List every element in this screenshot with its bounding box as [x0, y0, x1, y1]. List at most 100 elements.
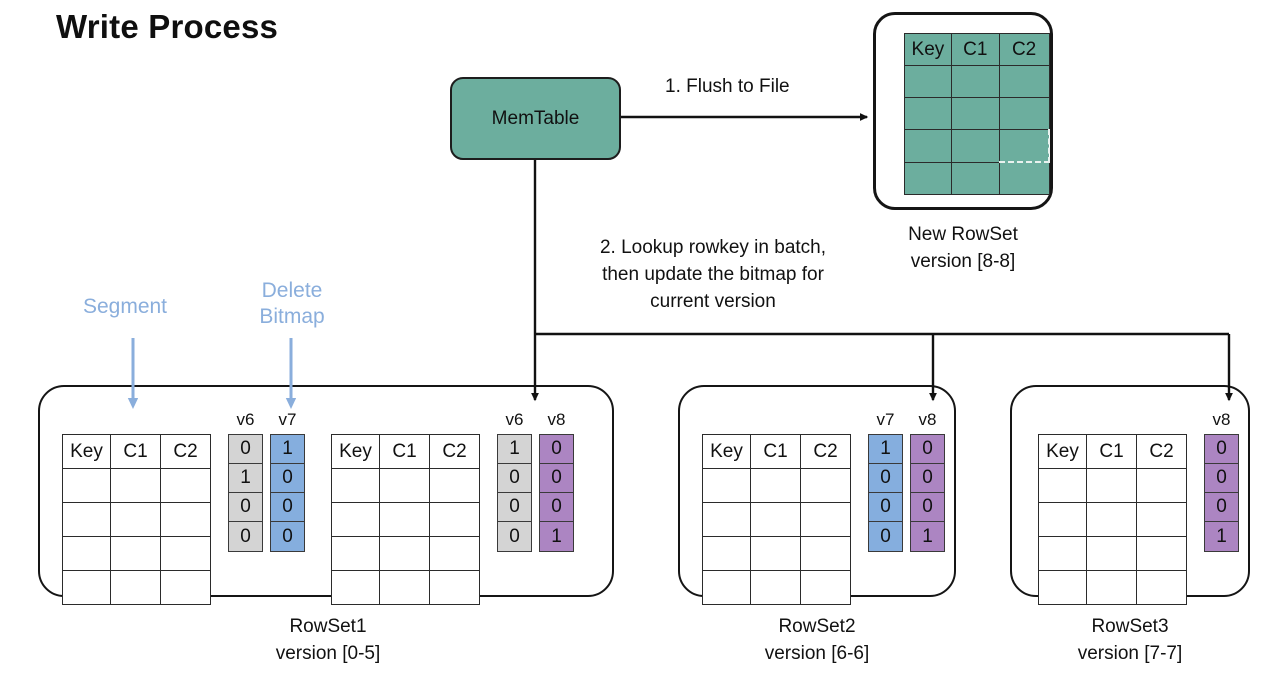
table-row [702, 468, 851, 503]
column-header: C2 [160, 434, 211, 469]
step-lookup-label: 2. Lookup rowkey in batch, then update t… [548, 235, 878, 316]
bitmap-cell: 0 [540, 464, 573, 493]
table-cell [998, 65, 1050, 98]
table-row [1038, 502, 1187, 537]
table-row [62, 468, 211, 503]
rowset-1-caption: RowSet1 version [0-5] [238, 614, 418, 668]
bitmap-cell: 1 [869, 435, 902, 464]
table-row [331, 570, 480, 605]
table-row [62, 536, 211, 571]
table-row [62, 570, 211, 605]
table-cell [750, 502, 801, 537]
table-cell [110, 536, 161, 571]
bitmap-version-label: v8 [1212, 410, 1231, 429]
bitmap-cell: 0 [869, 464, 902, 493]
table-cell [1086, 536, 1137, 571]
table-cell [904, 65, 952, 98]
table-row [1038, 468, 1187, 503]
bitmap-cell: 1 [540, 522, 573, 551]
memtable-node[interactable]: MemTable [450, 77, 621, 160]
bitmap-cell: 0 [869, 493, 902, 522]
step-lookup-line2: then update the bitmap for [602, 263, 824, 285]
table-cell [160, 570, 211, 605]
bitmap-cell: 0 [498, 493, 531, 522]
table-cell [429, 468, 480, 503]
bitmap-cell: 0 [911, 464, 944, 493]
table-cell [702, 570, 751, 605]
table-row [702, 570, 851, 605]
table-cell [800, 570, 851, 605]
column-header: Key [702, 434, 751, 469]
step-lookup-line1: 2. Lookup rowkey in batch, [599, 237, 827, 258]
bitmap-cell: 0 [869, 522, 902, 551]
rowset-2-caption: RowSet2 version [6-6] [727, 614, 907, 668]
bitmap-version-label: v8 [547, 410, 566, 429]
column-header: C1 [950, 33, 1000, 66]
table-cell [1038, 570, 1087, 605]
column-header: C2 [1136, 434, 1187, 469]
table-cell [750, 468, 801, 503]
bitmap-cell: 0 [229, 435, 262, 464]
table-row [702, 536, 851, 571]
table-cell [1038, 502, 1087, 537]
column-header: C2 [429, 434, 480, 469]
rowset-1-caption-line2: version [0-5] [275, 642, 381, 664]
table-cell [904, 161, 952, 195]
table-cell [750, 536, 801, 571]
bitmap-cell: 0 [911, 435, 944, 464]
page-title: Write Process [56, 8, 279, 45]
bitmap-cell: 0 [498, 522, 531, 551]
bitmap-cell: 0 [1205, 464, 1238, 493]
table-cell [800, 536, 851, 571]
table-cell [379, 502, 430, 537]
column-header: C1 [379, 434, 430, 469]
table-cell [331, 502, 380, 537]
table-cell [1038, 468, 1087, 503]
rowset-3-caption-line2: version [7-7] [1077, 642, 1183, 664]
bitmap-cell: 0 [1205, 435, 1238, 464]
annotation-segment: Segment [82, 295, 168, 318]
table-row [331, 502, 480, 537]
table-cell [800, 468, 851, 503]
table-cell [750, 570, 801, 605]
bitmap-cell: 0 [271, 464, 304, 493]
annotation-delete-bitmap-line1: Delete [261, 279, 323, 302]
table-cell [1086, 468, 1137, 503]
table-cell [62, 536, 111, 571]
new-rowset-caption-line2: version [8-8] [910, 250, 1016, 272]
table-cell [1136, 502, 1187, 537]
bitmap-version-label: v6 [505, 410, 524, 429]
column-header: Key [904, 33, 952, 66]
table-cell [950, 161, 1000, 195]
table-cell [1136, 468, 1187, 503]
table-cell [110, 570, 161, 605]
column-header: C1 [750, 434, 801, 469]
bitmap-cell: 0 [1205, 493, 1238, 522]
table-row [62, 502, 211, 537]
